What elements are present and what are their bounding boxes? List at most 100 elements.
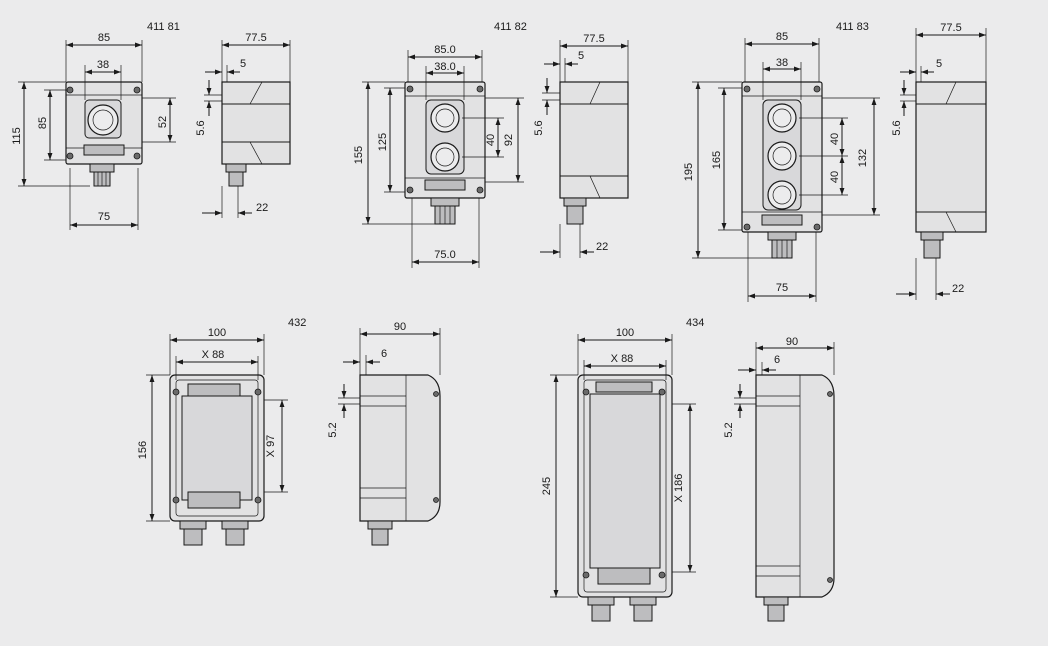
svg-text:77.5: 77.5 <box>940 22 961 34</box>
side-view-432: 90 6 5.2 <box>327 321 441 546</box>
svg-text:X 97: X 97 <box>265 435 277 458</box>
svg-text:5: 5 <box>936 58 942 70</box>
svg-text:77.5: 77.5 <box>583 33 604 45</box>
svg-text:85: 85 <box>98 32 110 44</box>
screw-icon <box>827 577 833 583</box>
screw-icon <box>406 186 414 194</box>
screw-icon <box>743 223 751 231</box>
svg-text:165: 165 <box>711 151 723 169</box>
label-plate <box>424 179 466 191</box>
push-button-icon <box>767 103 797 133</box>
push-button-icon <box>767 141 797 171</box>
svg-text:125: 125 <box>377 133 389 151</box>
enclosure-side <box>221 81 291 165</box>
screw-icon <box>172 496 180 504</box>
cable-gland-icon <box>587 596 615 606</box>
svg-text:195: 195 <box>683 163 695 181</box>
svg-text:22: 22 <box>952 283 964 295</box>
front-view-432: 432 100 X 88 156 X 97 <box>137 317 306 546</box>
svg-text:156: 156 <box>137 441 149 459</box>
screw-icon <box>743 85 751 93</box>
svg-text:38: 38 <box>776 57 788 69</box>
cable-gland-icon <box>767 231 797 241</box>
side-view-41182: 77.5 5 5.6 22 <box>533 33 629 258</box>
screw-icon <box>827 391 833 397</box>
model-code-41181: 411 81 <box>147 21 180 33</box>
screw-icon <box>66 152 74 160</box>
svg-text:40: 40 <box>829 133 841 145</box>
screw-icon <box>476 186 484 194</box>
model-code-434: 434 <box>686 317 704 329</box>
push-button-icon <box>767 180 797 210</box>
svg-text:90: 90 <box>786 336 798 348</box>
screw-icon <box>813 85 821 93</box>
front-view-41183: 411 83 85 38 195 165 40 40 <box>683 21 880 302</box>
label-plate <box>187 491 241 509</box>
screw-icon <box>658 571 666 579</box>
screw-icon <box>66 86 74 94</box>
enclosure-side <box>915 81 987 233</box>
cable-gland-icon <box>629 596 657 606</box>
cable-gland-icon <box>221 520 249 530</box>
side-view-434: 90 6 5.2 <box>723 336 835 622</box>
front-view-41181: 411 81 85 38 115 85 52 75 <box>11 21 180 230</box>
model-code-41182: 411 82 <box>494 21 527 33</box>
svg-text:22: 22 <box>256 202 268 214</box>
svg-text:6: 6 <box>381 348 387 360</box>
screw-icon <box>133 152 141 160</box>
svg-text:5.2: 5.2 <box>327 422 339 437</box>
svg-text:75.0: 75.0 <box>434 249 455 261</box>
push-button-icon <box>430 142 460 172</box>
front-view-434: 434 100 X 88 245 X 186 <box>541 317 704 622</box>
enclosure-side <box>359 374 441 522</box>
svg-text:5.6: 5.6 <box>195 120 207 135</box>
model-code-432: 432 <box>288 317 306 329</box>
svg-text:132: 132 <box>857 149 869 167</box>
svg-text:X 88: X 88 <box>202 349 225 361</box>
cable-gland-icon <box>89 163 115 173</box>
svg-text:5.2: 5.2 <box>723 422 735 437</box>
svg-text:X 88: X 88 <box>611 353 634 365</box>
svg-text:90: 90 <box>394 321 406 333</box>
cable-gland-icon <box>563 197 587 207</box>
svg-text:85.0: 85.0 <box>434 44 455 56</box>
svg-text:75: 75 <box>776 282 788 294</box>
screw-icon <box>254 496 262 504</box>
label-plate <box>187 383 241 397</box>
screw-icon <box>172 388 180 396</box>
screw-icon <box>476 85 484 93</box>
screw-icon <box>433 497 439 503</box>
screw-icon <box>433 391 439 397</box>
label-plate <box>83 144 125 156</box>
svg-text:100: 100 <box>616 327 634 339</box>
svg-text:155: 155 <box>353 146 365 164</box>
side-view-41181: 77.5 5 5.6 22 <box>195 32 291 218</box>
svg-text:52: 52 <box>157 116 169 128</box>
front-view-41182: 411 82 85.0 38.0 155 125 40 92 <box>353 21 527 268</box>
cable-gland-icon <box>430 197 460 207</box>
svg-text:85: 85 <box>776 31 788 43</box>
svg-text:5: 5 <box>578 50 584 62</box>
svg-text:40: 40 <box>485 134 497 146</box>
svg-text:5.6: 5.6 <box>533 120 545 135</box>
svg-text:38.0: 38.0 <box>434 61 455 73</box>
push-button-icon <box>430 103 460 133</box>
label-plate <box>597 567 651 585</box>
screw-icon <box>582 571 590 579</box>
svg-text:6: 6 <box>774 354 780 366</box>
push-button-icon <box>87 104 119 136</box>
svg-text:22: 22 <box>596 241 608 253</box>
screw-icon <box>133 86 141 94</box>
enclosure-side <box>755 374 835 598</box>
svg-text:38: 38 <box>97 59 109 71</box>
screw-icon <box>582 388 590 396</box>
svg-text:5: 5 <box>240 58 246 70</box>
svg-text:92: 92 <box>503 134 515 146</box>
svg-text:115: 115 <box>11 127 23 145</box>
svg-text:X 186: X 186 <box>673 474 685 503</box>
side-view-41183: 77.5 5 5.6 22 <box>891 22 987 300</box>
model-code-41183: 411 83 <box>836 21 869 33</box>
svg-text:40: 40 <box>829 171 841 183</box>
label-plate <box>595 381 653 393</box>
